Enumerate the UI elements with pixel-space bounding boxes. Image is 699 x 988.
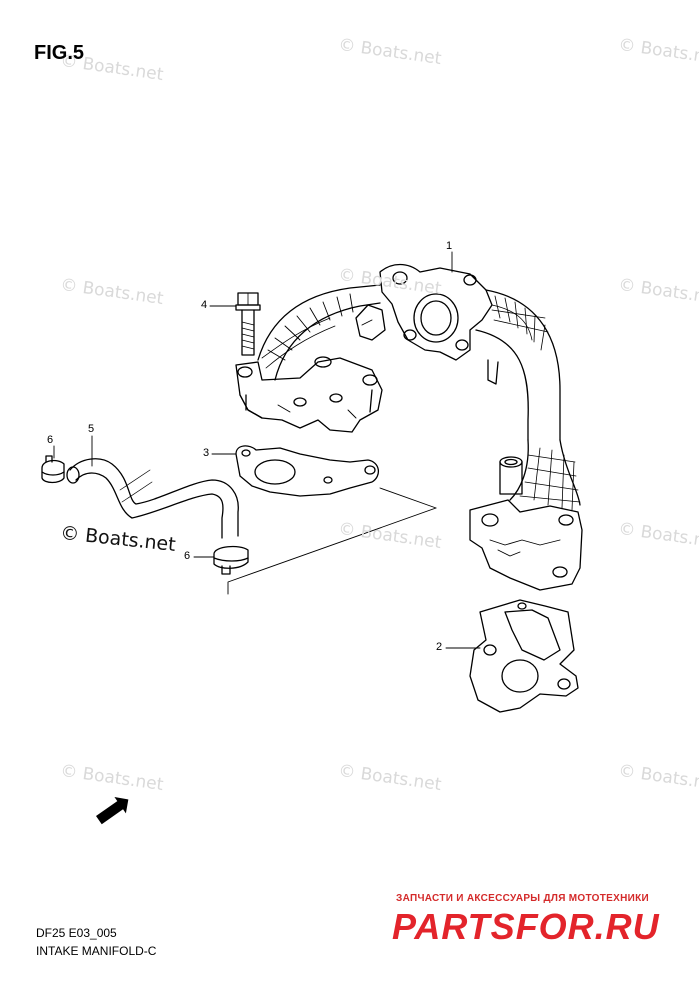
- callout-3: 3: [203, 447, 210, 459]
- callout-1: 1: [446, 240, 453, 252]
- gasket-3: [235, 445, 379, 497]
- figure-title: FIG.5: [34, 42, 85, 64]
- callout-5: 5: [88, 423, 95, 435]
- hose-clamp-lower: [213, 545, 249, 575]
- callout-6-upper: 6: [47, 434, 54, 446]
- callout-4: 4: [201, 299, 208, 311]
- forward-arrow-icon: FWD: [96, 796, 129, 825]
- figure-caption: INTAKE MANIFOLD-C: [36, 944, 157, 958]
- gasket-2: [469, 599, 579, 713]
- forward-arrow-label: FWD: [103, 806, 120, 821]
- brand-subtitle: ЗАПЧАСТИ И АКСЕССУАРЫ ДЛЯ МОТОТЕХНИКИ: [396, 893, 649, 904]
- callout-2: 2: [436, 641, 443, 653]
- callout-6-lower: 6: [184, 550, 191, 562]
- hose: [66, 458, 239, 539]
- leader-lines: [53, 251, 481, 649]
- bolt: [235, 292, 261, 356]
- intake-manifold: [235, 263, 583, 591]
- brand-logo: PARTSFOR.RU: [392, 906, 660, 947]
- hose-clamp-upper: [41, 455, 65, 484]
- figure-code: DF25 E03_005: [36, 926, 117, 940]
